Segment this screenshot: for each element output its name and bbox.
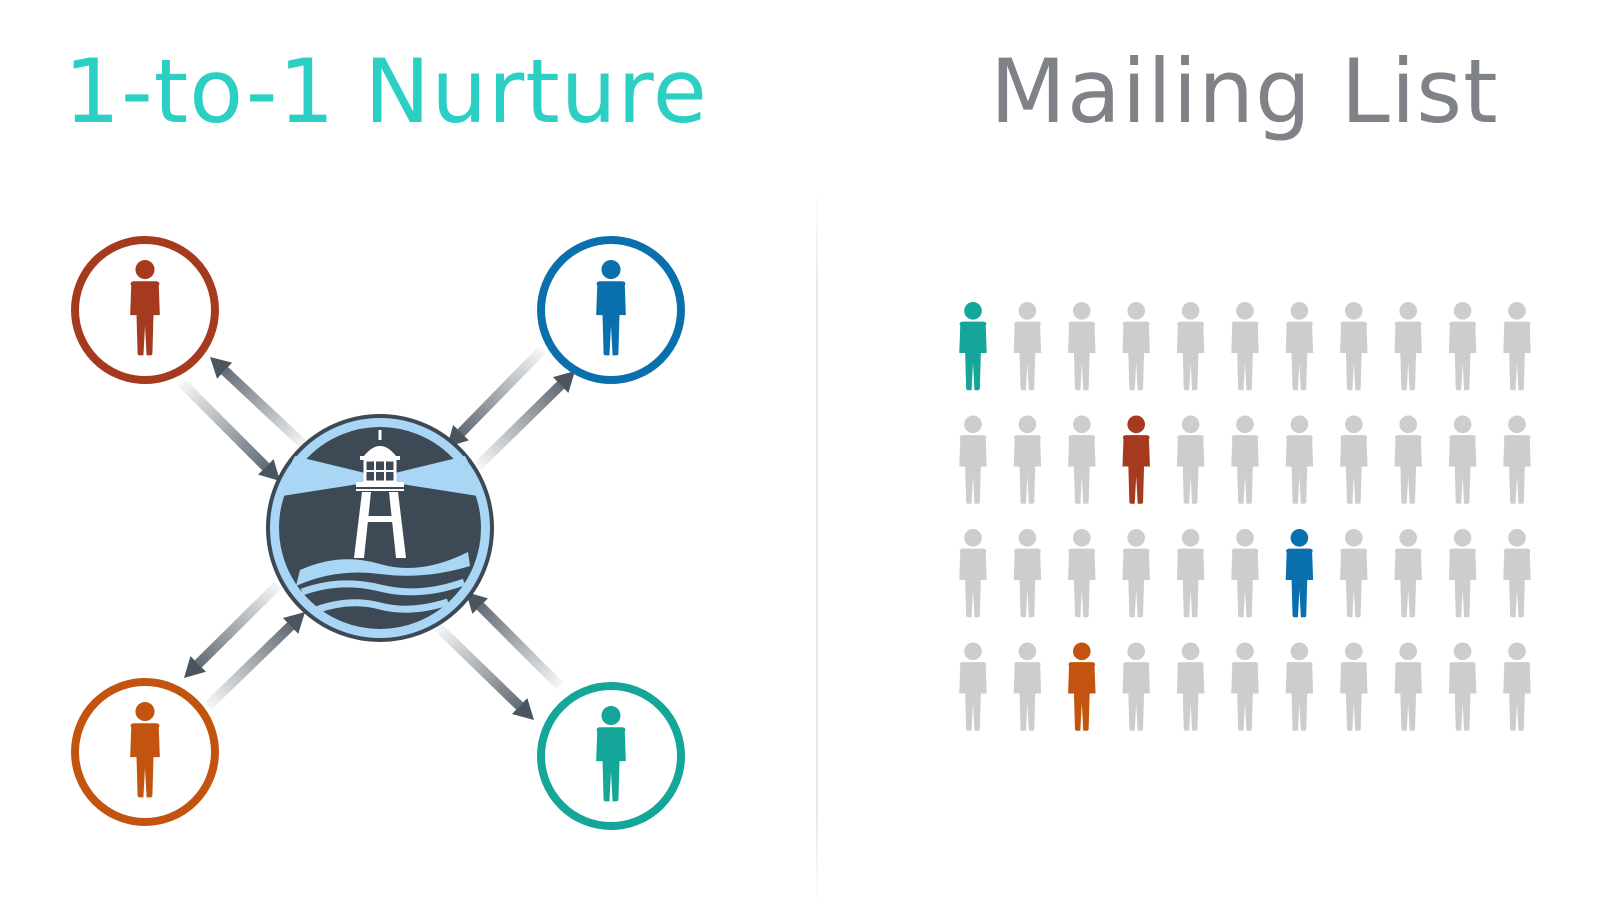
person-icon (1068, 415, 1096, 504)
lighthouse-logo (266, 414, 494, 642)
arrow-to-contact-top-right (474, 371, 575, 470)
person-icon (1394, 415, 1422, 504)
person-icon (1231, 302, 1259, 391)
person-icon (1340, 415, 1368, 504)
person-icon (1394, 302, 1422, 391)
person-icon (1340, 302, 1368, 391)
contact-bottom-right (537, 682, 685, 830)
person-icon (959, 642, 987, 731)
person-icon (596, 260, 626, 356)
person-icon (1122, 642, 1150, 731)
person-icon (959, 529, 987, 618)
person-icon (1176, 302, 1205, 391)
highlighted-person-icon (1122, 415, 1150, 504)
contact-bottom-left (71, 678, 219, 826)
person-icon (1231, 642, 1259, 731)
person-icon (1394, 529, 1422, 618)
person-icon (1013, 415, 1042, 504)
person-icon (1176, 529, 1205, 618)
person-icon (1231, 529, 1259, 618)
nurture-diagram (71, 236, 685, 830)
contact-top-left (71, 236, 219, 384)
person-icon (1068, 302, 1096, 391)
person-icon (1503, 415, 1531, 504)
person-icon (1285, 302, 1314, 391)
person-icon (1176, 415, 1205, 504)
person-icon (959, 415, 987, 504)
person-icon (596, 706, 626, 802)
person-icon (1068, 529, 1096, 618)
highlighted-person-icon (959, 302, 987, 391)
person-icon (1394, 642, 1422, 731)
person-icon (1013, 642, 1042, 731)
person-icon (1013, 529, 1042, 618)
lighthouse-icon (282, 430, 478, 614)
person-icon (1503, 302, 1531, 391)
arrow-to-hub-bottom-right (466, 592, 564, 690)
person-icon (1122, 529, 1150, 618)
person-icon (1448, 529, 1477, 618)
person-icon (130, 260, 160, 356)
arrow-to-contact-bottom-right (434, 623, 534, 720)
person-icon (1340, 529, 1368, 618)
mailing-list-title: Mailing List (990, 40, 1499, 143)
person-icon (1340, 642, 1368, 731)
highlighted-person-icon (1285, 529, 1314, 618)
arrow-to-hub-bottom-left (204, 612, 305, 710)
person-icon (130, 702, 160, 798)
person-icon (1503, 642, 1531, 731)
highlighted-person-icon (1068, 642, 1096, 731)
arrow-to-hub-top-left (178, 379, 280, 481)
person-icon (1122, 302, 1150, 391)
person-icon (1448, 642, 1477, 731)
person-icon (1448, 415, 1477, 504)
arrow-to-contact-top-left (210, 357, 309, 450)
person-icon (1013, 302, 1042, 391)
person-icon (1448, 302, 1477, 391)
nurture-title: 1-to-1 Nurture (64, 40, 708, 143)
person-icon (1503, 529, 1531, 618)
person-icon (1285, 642, 1314, 731)
section-divider (816, 190, 818, 910)
connection-arrows (178, 346, 575, 720)
person-icon (1231, 415, 1259, 504)
arrow-to-contact-bottom-left (184, 581, 282, 678)
person-icon (1176, 642, 1205, 731)
person-icon (1285, 415, 1314, 504)
contact-top-right (537, 236, 685, 384)
